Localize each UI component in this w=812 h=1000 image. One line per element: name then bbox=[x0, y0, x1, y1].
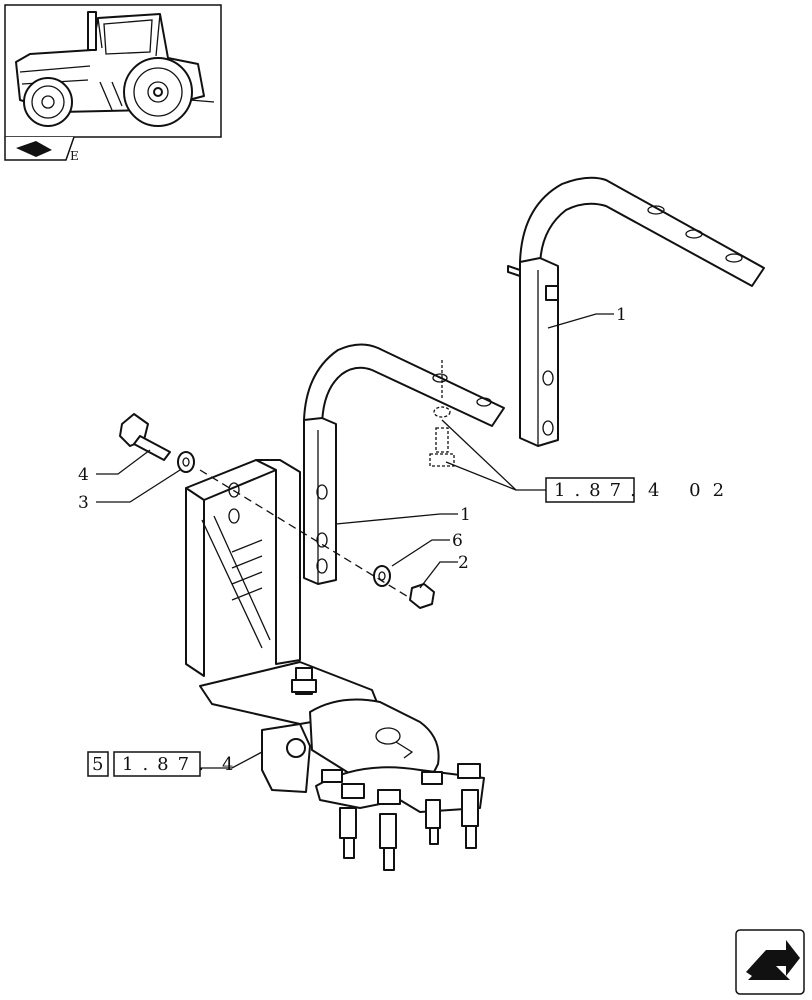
base-mount bbox=[185, 459, 485, 871]
assembly-axis bbox=[199, 469, 411, 599]
callout-6: 6 bbox=[452, 531, 463, 551]
callout-1-middle: 1 bbox=[460, 505, 471, 525]
reference-left-prefix-box bbox=[87, 751, 109, 777]
reference-left-code: 1.87. bbox=[122, 754, 213, 775]
upper-bracket bbox=[507, 176, 765, 447]
reference-left-box bbox=[113, 751, 201, 777]
next-page-button[interactable] bbox=[735, 929, 805, 995]
reference-left-tail: 4 bbox=[222, 754, 242, 775]
reference-right-code: 1.87. bbox=[554, 480, 645, 501]
callout-3: 3 bbox=[78, 493, 89, 513]
tractor-icon bbox=[15, 11, 215, 127]
callout-1-upper: 1 bbox=[616, 305, 627, 325]
washer-6 bbox=[373, 565, 391, 587]
next-page-arrow-icon bbox=[746, 940, 800, 980]
washer-3 bbox=[177, 451, 195, 473]
hidden-bolt bbox=[429, 360, 455, 467]
reference-right-tail: 4 02 bbox=[648, 480, 736, 501]
bolt-4 bbox=[119, 413, 171, 461]
nut-2 bbox=[409, 583, 435, 609]
reference-right-box bbox=[545, 477, 635, 503]
middle-bracket bbox=[303, 343, 505, 585]
book-icon bbox=[16, 141, 52, 157]
callout-2: 2 bbox=[458, 553, 469, 573]
studs bbox=[321, 763, 481, 871]
callout-4: 4 bbox=[78, 465, 89, 485]
reference-left: 5 1.87. 4 bbox=[87, 751, 242, 777]
reference-left-prefix: 5 bbox=[92, 754, 112, 775]
thumbnail-letter: E bbox=[70, 149, 79, 163]
reference-right: 1.87. 4 02 bbox=[545, 477, 736, 503]
tractor-thumbnail: E bbox=[4, 4, 222, 163]
leaders bbox=[96, 313, 614, 769]
